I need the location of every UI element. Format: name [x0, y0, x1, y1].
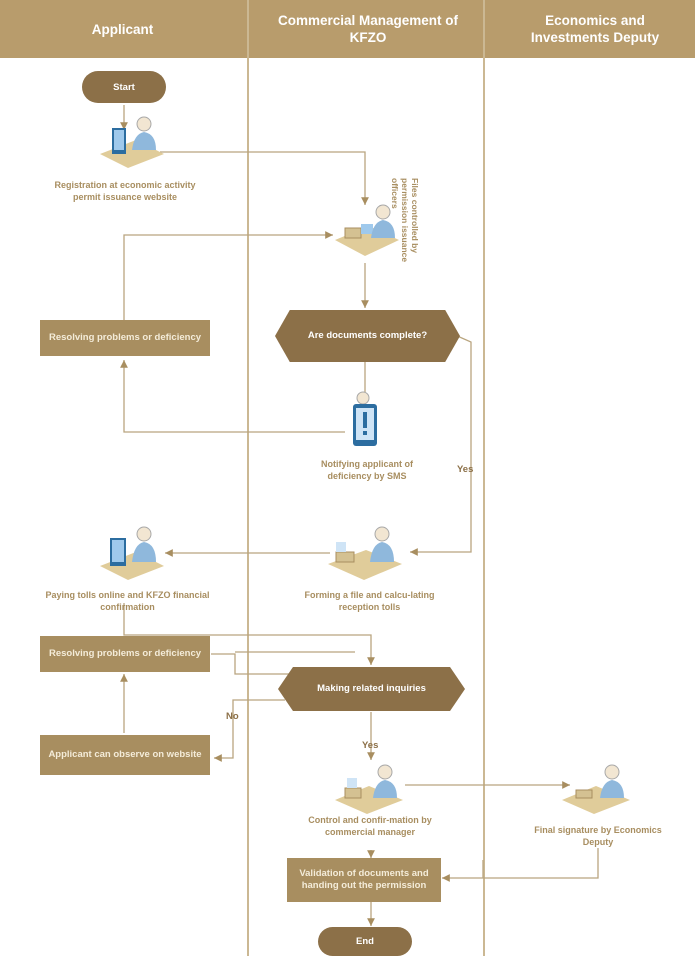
phone-alert-icon — [353, 391, 377, 446]
lane-divider-1 — [247, 0, 249, 956]
officer-forming-file-icon — [328, 526, 402, 580]
validation-box: Validation of documents and handing out … — [287, 858, 441, 902]
lane-title-commercial-management: Commercial Management of KFZO — [277, 13, 459, 45]
swimlane-header — [0, 0, 695, 58]
lane-divider-2 — [483, 0, 485, 956]
end-terminal: End — [318, 927, 412, 956]
manager-at-desk-icon — [335, 764, 403, 814]
applicant-observe-box: Applicant can observe on website — [40, 735, 210, 775]
yes-label-1: Yes — [457, 464, 474, 475]
deputy-signing-icon — [562, 764, 630, 814]
officer-with-files-icon — [335, 204, 399, 256]
making-inquiries-decision: Making related inquiries — [278, 667, 465, 711]
files-controlled-label: Files controlled by permission issuance … — [390, 178, 420, 263]
documents-complete-decision: Are documents complete? — [275, 310, 460, 362]
resolving-problems-box-2: Resolving problems or deficiency — [40, 636, 210, 672]
registration-label: Registration at economic activity permit… — [54, 180, 196, 202]
person-at-desk-icon — [100, 116, 164, 168]
paying-tolls-label: Paying tolls online and KFZO financial c… — [45, 590, 210, 612]
forming-file-label: Forming a file and calcu-lating receptio… — [304, 590, 435, 612]
final-signature-label: Final signature by Economics Deputy — [534, 825, 662, 847]
lane-title-economics-deputy: Economics and Investments Deputy — [530, 13, 660, 45]
notifying-label: Notifying applicant of deficiency by SMS — [321, 459, 413, 481]
start-terminal: Start — [82, 71, 166, 103]
person-at-computer-icon — [100, 526, 164, 580]
no-label: No — [226, 711, 239, 722]
yes-label-2: Yes — [362, 740, 379, 751]
control-label: Control and confir-mation by commercial … — [308, 815, 432, 837]
resolving-problems-box-1: Resolving problems or deficiency — [40, 320, 210, 356]
lane-title-applicant: Applicant — [91, 21, 154, 37]
